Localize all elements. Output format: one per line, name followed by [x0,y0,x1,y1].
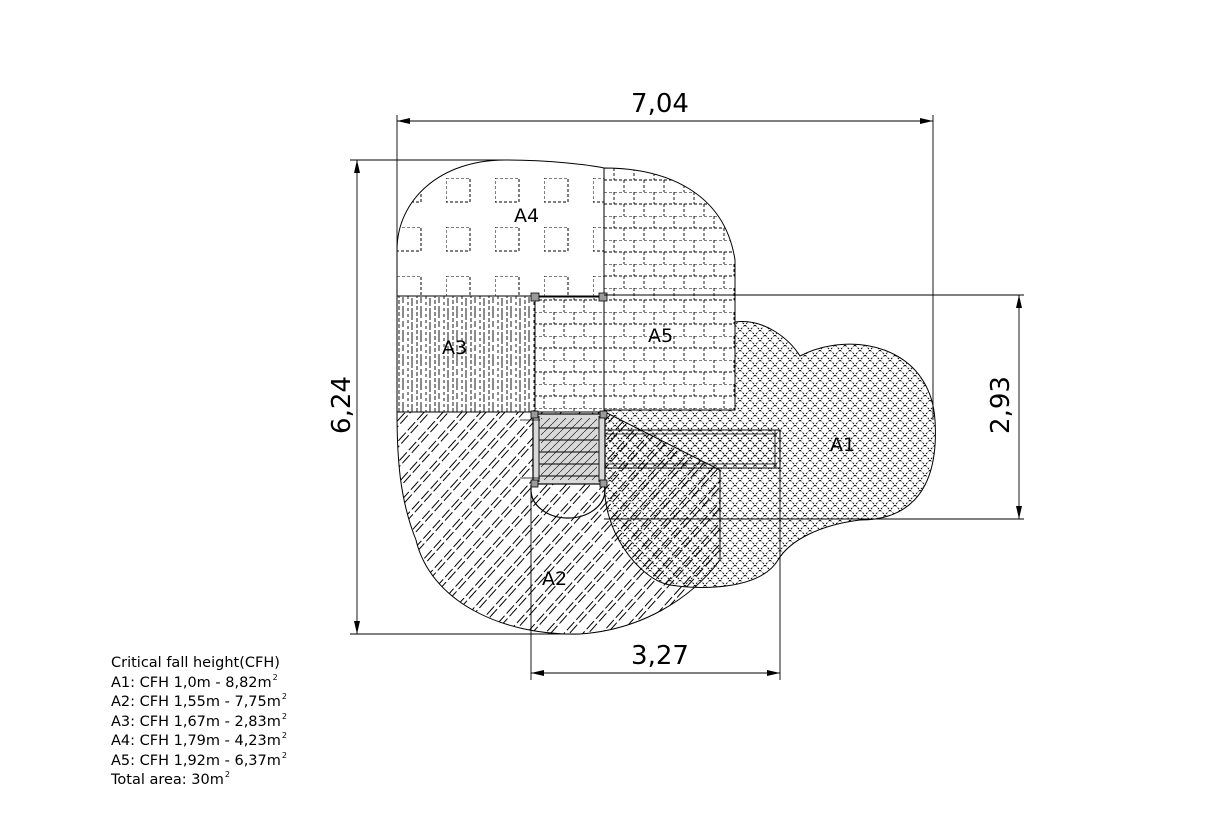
legend-total-area: Total area: 30m2 [111,770,230,789]
zone-label-a3: A3 [442,337,467,359]
legend-row-a1: A1: CFH 1,0m - 8,82m2 [111,672,278,691]
zone-label-a5: A5 [648,325,673,347]
dimension-slide-width [530,468,781,680]
legend-row-a3: A3: CFH 1,67m - 2,83m2 [111,711,287,730]
legend-row-a4: A4: CFH 1,79m - 4,23m2 [111,731,287,750]
platform-post [530,479,539,488]
dimension-slide-depth [604,294,1024,520]
zone-label-a2: A2 [542,568,567,590]
dimension-overall-depth [350,159,580,635]
legend-title: Critical fall height(CFH) [111,655,280,671]
ladder-rungs [538,416,600,482]
slide-chute [604,429,781,469]
cfh-legend: Critical fall height(CFH) A1: CFH 1,0m -… [111,654,287,791]
tower-post [530,292,540,302]
zone-label-a4: A4 [514,205,539,227]
tower-panel [534,295,605,413]
platform-post [599,410,608,419]
dimension-label-slide-width: 3,27 [631,641,689,671]
legend-row-a2: A2: CFH 1,55m - 7,75m2 [111,692,287,711]
platform-post [599,479,608,488]
legend-row-a5: A5: CFH 1,92m - 6,37m2 [111,750,287,769]
platform-hatch [541,418,597,480]
zone-a4-area [396,159,605,297]
dimension-overall-width [396,115,934,420]
dimension-label-width: 7,04 [631,89,689,119]
tower-post [598,292,608,302]
platform-post [530,410,539,419]
zone-a5-area [603,167,736,411]
zone-label-a1: A1 [830,434,855,456]
zone-a3-area [396,295,536,413]
dimension-label-slide-depth: 2,93 [986,376,1016,434]
dimension-label-depth: 6,24 [327,376,357,434]
ladder-loop [530,485,606,519]
